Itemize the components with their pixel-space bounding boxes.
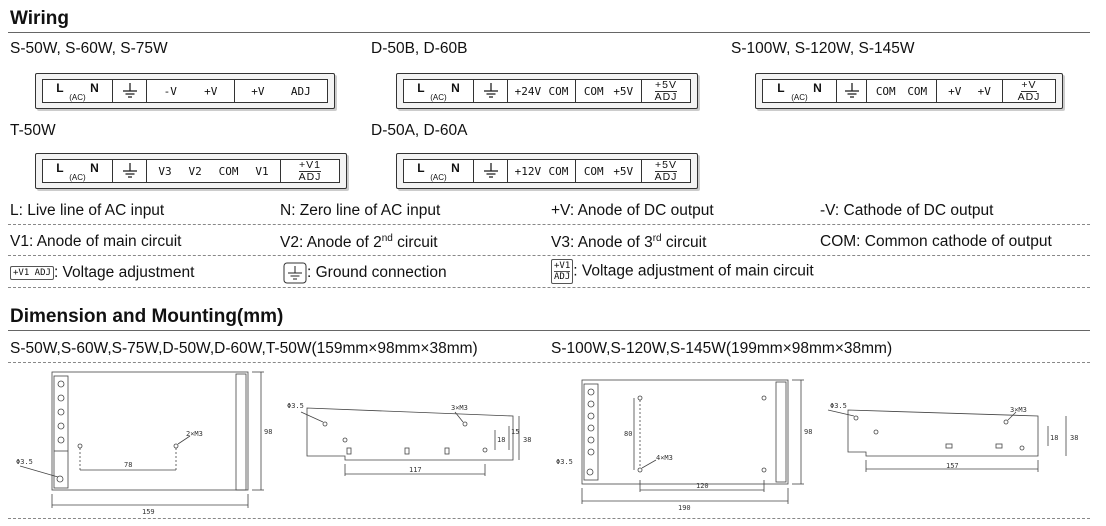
ground-icon: [113, 160, 147, 182]
ground-icon: [474, 80, 508, 102]
dimension-sub-1: S-50W,S-60W,S-75W,D-50W,D-60W,T-50W(159m…: [10, 340, 478, 357]
dim-h3: 15: [511, 428, 519, 436]
dim-screw: 3×M3: [451, 404, 468, 412]
group-label-d50b: D-50B, D-60B: [371, 40, 468, 57]
legend-l: L: Live line of AC input: [10, 202, 165, 219]
dim-w: 157: [946, 462, 959, 470]
ground-icon: [113, 80, 147, 102]
divider: [8, 224, 1090, 225]
ground-icon: [283, 262, 307, 284]
legend-n: N: Zero line of AC input: [280, 202, 441, 219]
dimension-drawing-1: 78 159 98 2×M3 Φ3.5: [16, 371, 272, 516]
legend-gnd: : Ground connection: [283, 262, 447, 284]
divider: [8, 330, 1090, 331]
dimension-drawing-3: 120 190 98 80 Φ3.5 4×M3: [556, 379, 812, 512]
dim-h1: 18: [497, 436, 505, 444]
dim-h2: 80: [624, 430, 632, 438]
dim-hole: Φ3.5: [287, 402, 304, 410]
dim-w2: 159: [142, 508, 155, 516]
dimension-drawing-2: 117 18 38 15 Φ3.5 3×M3: [287, 402, 531, 476]
dim-h: 98: [264, 428, 272, 436]
divider: [8, 32, 1090, 33]
legend-v1: V1: Anode of main circuit: [10, 233, 182, 250]
ground-icon: [837, 80, 867, 102]
dc-output-terminal-2: +V+V: [937, 80, 1003, 102]
legend-nv: -V: Cathode of DC output: [820, 202, 994, 219]
dim-hole: Φ3.5: [556, 458, 573, 466]
dim-h1: 18: [1050, 434, 1058, 442]
legend-pv: +V: Anode of DC output: [551, 202, 714, 219]
group-label-s50: S-50W, S-60W, S-75W: [10, 40, 168, 57]
dim-w2: 190: [678, 504, 691, 512]
group-label-d50a: D-50A, D-60A: [371, 122, 468, 139]
dim-w1: 78: [124, 461, 132, 469]
dimension-title: Dimension and Mounting(mm): [10, 306, 284, 327]
dim-screw: 3×M3: [1010, 406, 1027, 414]
dimension-drawing-4: 157 18 38 Φ3.5 3×M3: [827, 402, 1078, 472]
dim-hole: Φ3.5: [16, 458, 33, 466]
dim-w: 117: [409, 466, 422, 474]
dim-h2: 38: [523, 436, 531, 444]
legend-com: COM: Common cathode of output: [820, 233, 1052, 250]
dim-screw: 2×M3: [186, 430, 203, 438]
ground-icon: [474, 160, 508, 182]
adjust-icon: +V1 ADJ: [10, 265, 54, 280]
divider: [8, 362, 1090, 363]
dim-h2: 38: [1070, 434, 1078, 442]
wiring-title: Wiring: [10, 8, 69, 29]
divider: [8, 518, 1090, 519]
legend-adj: +V1 ADJ: Voltage adjustment: [10, 264, 194, 282]
dc-output-terminal-2: COM+5V: [576, 160, 642, 182]
dc-output-terminal-1: -V+V: [147, 80, 235, 102]
dim-w1: 120: [696, 482, 709, 490]
legend-v2: V2: Anode of 2nd circuit: [280, 233, 438, 252]
dim-hole: Φ3.5: [830, 402, 847, 410]
legend-v3: V3: Anode of 3rd circuit: [551, 233, 707, 252]
divider: [8, 255, 1090, 256]
dc-output-terminal-2: COM+5V: [576, 80, 642, 102]
dim-screw: 4×M3: [656, 454, 673, 462]
group-label-t50: T-50W: [10, 122, 56, 139]
dim-h1: 98: [804, 428, 812, 436]
divider: [8, 287, 1090, 288]
dimension-sub-2: S-100W,S-120W,S-145W(199mm×98mm×38mm): [551, 340, 893, 357]
group-label-s100: S-100W, S-120W, S-145W: [731, 40, 915, 57]
